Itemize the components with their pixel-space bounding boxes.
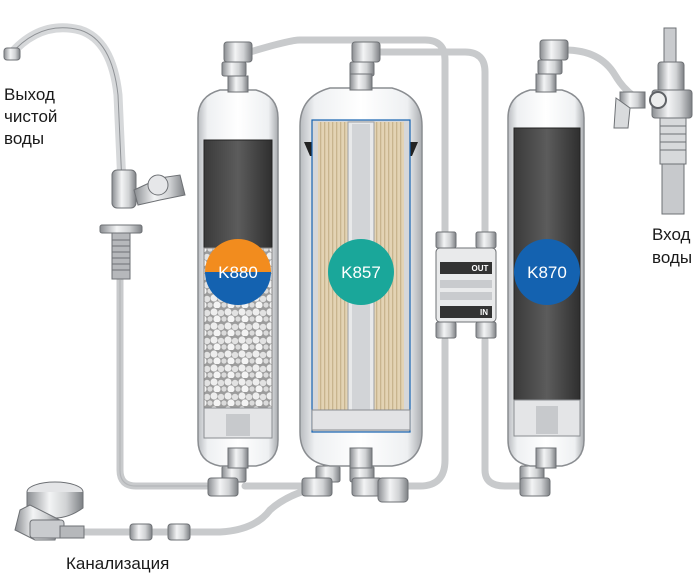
faucet <box>3 23 186 280</box>
filter-code-k880: K880 <box>218 263 258 282</box>
filter-code-k857: K857 <box>341 263 381 282</box>
shutoff-valve: OUT IN <box>435 247 497 323</box>
tubing <box>76 36 644 536</box>
drain-label: Канализация <box>66 554 169 573</box>
outlet-label-line1: Выход <box>4 85 55 104</box>
filter-code-k870: K870 <box>527 263 567 282</box>
inlet-label-line1: Вход <box>652 225 691 244</box>
outlet-label-line3: воды <box>4 129 44 148</box>
inlet-label-line2: воды <box>652 248 692 267</box>
k880-carbon-block <box>203 139 273 249</box>
drain-clamp <box>14 481 85 541</box>
outlet-label-line2: чистой <box>4 107 57 126</box>
badge-k870: K870 <box>514 239 580 305</box>
valve-in-label: IN <box>480 308 488 317</box>
fittings <box>129 39 569 541</box>
inlet-tee <box>613 27 693 215</box>
valve-out-label: OUT <box>472 264 489 273</box>
badge-k857: K857 <box>328 239 394 305</box>
badge-k880: K880 <box>205 239 271 305</box>
